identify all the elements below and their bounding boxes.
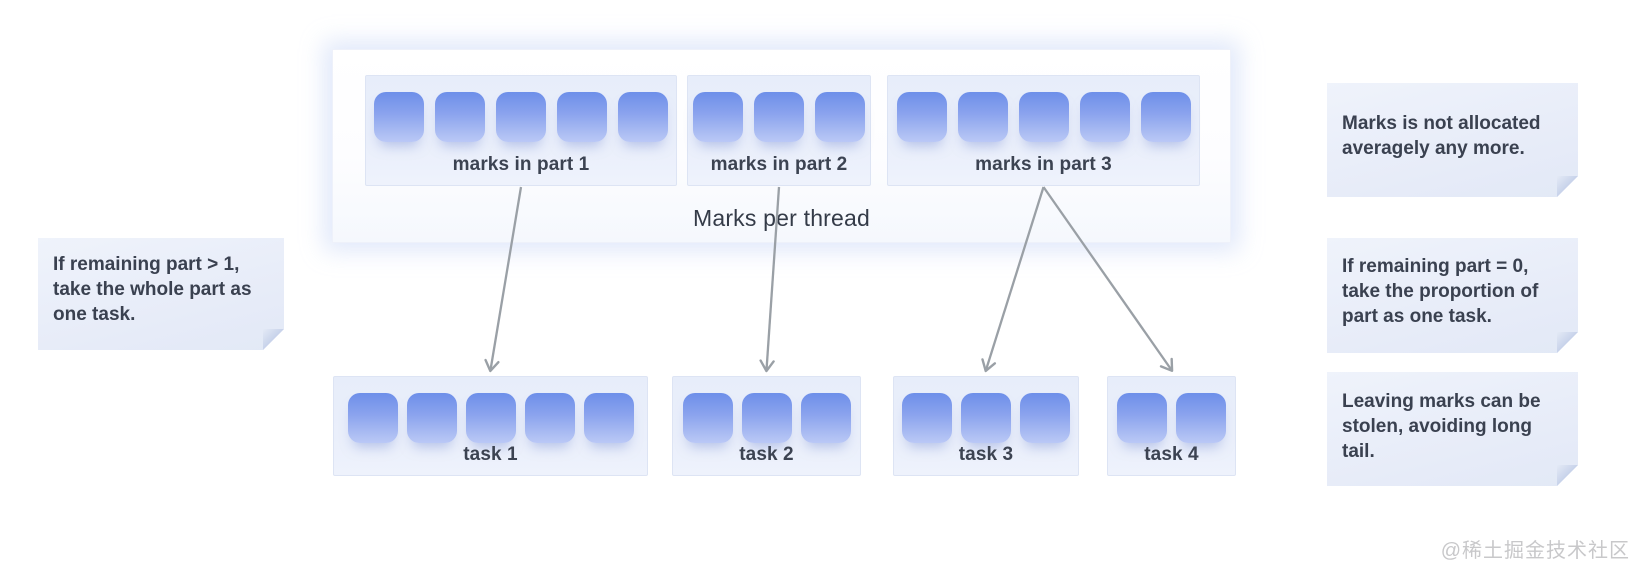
part-label: marks in part 1 [452, 154, 590, 175]
mark-square [1117, 393, 1167, 443]
mark-square [754, 92, 804, 142]
folded-corner [1557, 176, 1578, 197]
mark-square [1079, 92, 1130, 142]
marks-row [682, 393, 851, 443]
task-box-1: task 1 [333, 376, 648, 476]
note-work-stealing: Leaving marks can be stolen, avoiding lo… [1327, 372, 1578, 486]
task-box-2: task 2 [672, 376, 861, 476]
mark-square [347, 393, 398, 443]
marks-row [1117, 393, 1226, 443]
marks-row [693, 92, 865, 142]
mark-square [800, 393, 851, 443]
marks-row [902, 393, 1070, 443]
note-text: Marks is not allocated averagely any mor… [1342, 113, 1541, 159]
marks-row [374, 92, 668, 142]
note-remaining-eq-0: If remaining part = 0, take the proporti… [1327, 238, 1578, 353]
mark-square [961, 393, 1011, 443]
mark-square [1140, 92, 1191, 142]
task-label: task 4 [1144, 444, 1199, 465]
mark-square [618, 92, 668, 142]
task-label: task 1 [463, 444, 518, 465]
mark-square [902, 393, 952, 443]
part-box-3: marks in part 3 [887, 75, 1200, 186]
part-label: marks in part 2 [710, 154, 848, 175]
mark-square [435, 92, 485, 142]
folded-corner [1557, 332, 1578, 353]
mark-square [1018, 92, 1069, 142]
mark-square [1176, 393, 1226, 443]
task-label: task 2 [739, 444, 794, 465]
mark-square [682, 393, 733, 443]
mark-square [524, 393, 575, 443]
note-not-averagely: Marks is not allocated averagely any mor… [1327, 83, 1578, 197]
marks-row [896, 92, 1191, 142]
panel-title: Marks per thread [692, 205, 871, 231]
task-label: task 3 [958, 444, 1014, 465]
mark-square [957, 92, 1008, 142]
part-label: marks in part 3 [975, 154, 1112, 175]
folded-corner [1557, 465, 1578, 486]
mark-square [815, 92, 865, 142]
mark-square [374, 92, 424, 142]
part-box-1: marks in part 1 [365, 75, 677, 186]
mark-square [583, 393, 634, 443]
mark-square [406, 393, 457, 443]
note-text: If remaining part = 0, take the proporti… [1342, 256, 1539, 327]
mark-square [896, 92, 947, 142]
mark-square [465, 393, 516, 443]
note-text: Leaving marks can be stolen, avoiding lo… [1342, 391, 1541, 462]
mark-square [557, 92, 607, 142]
mark-square [496, 92, 546, 142]
marks-row [347, 393, 634, 443]
watermark: @稀土掘金技术社区 [1440, 540, 1630, 562]
task-box-4: task 4 [1107, 376, 1236, 476]
folded-corner [263, 329, 284, 350]
mark-square [1020, 393, 1070, 443]
part-box-2: marks in part 2 [687, 75, 871, 186]
task-box-3: task 3 [893, 376, 1079, 476]
note-text: If remaining part > 1, take the whole pa… [53, 254, 252, 325]
mark-square [693, 92, 743, 142]
note-remaining-gt-1: If remaining part > 1, take the whole pa… [38, 238, 284, 350]
mark-square [741, 393, 792, 443]
